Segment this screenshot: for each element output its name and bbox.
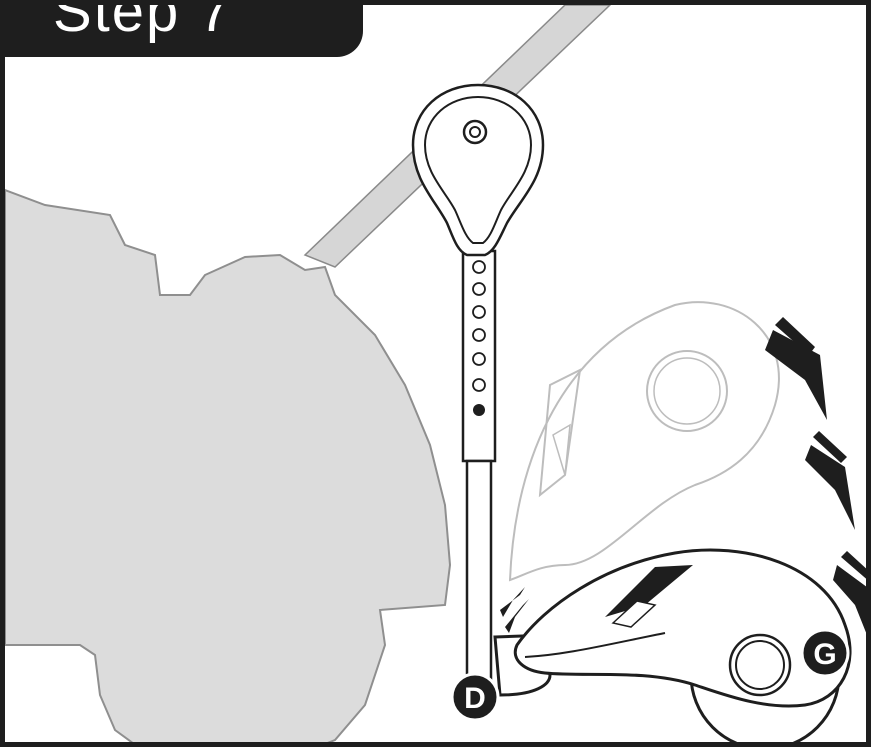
telescopic-leg <box>461 249 497 681</box>
wheel-attached <box>493 548 852 742</box>
downward-arrows <box>500 317 866 633</box>
assembly-diagram: D G <box>5 5 866 742</box>
wheel-ghost-position <box>508 301 780 582</box>
callout-d-badge: D <box>450 672 500 722</box>
step-title: Step 7 <box>53 5 233 44</box>
callout-g-label: G <box>813 638 836 671</box>
stroller-seat-silhouette <box>5 188 452 742</box>
step-header-tab: Step 7 <box>5 5 363 57</box>
callout-g-badge: G <box>800 628 850 678</box>
callout-d-label: D <box>464 682 486 715</box>
hinge-pod <box>411 83 545 257</box>
